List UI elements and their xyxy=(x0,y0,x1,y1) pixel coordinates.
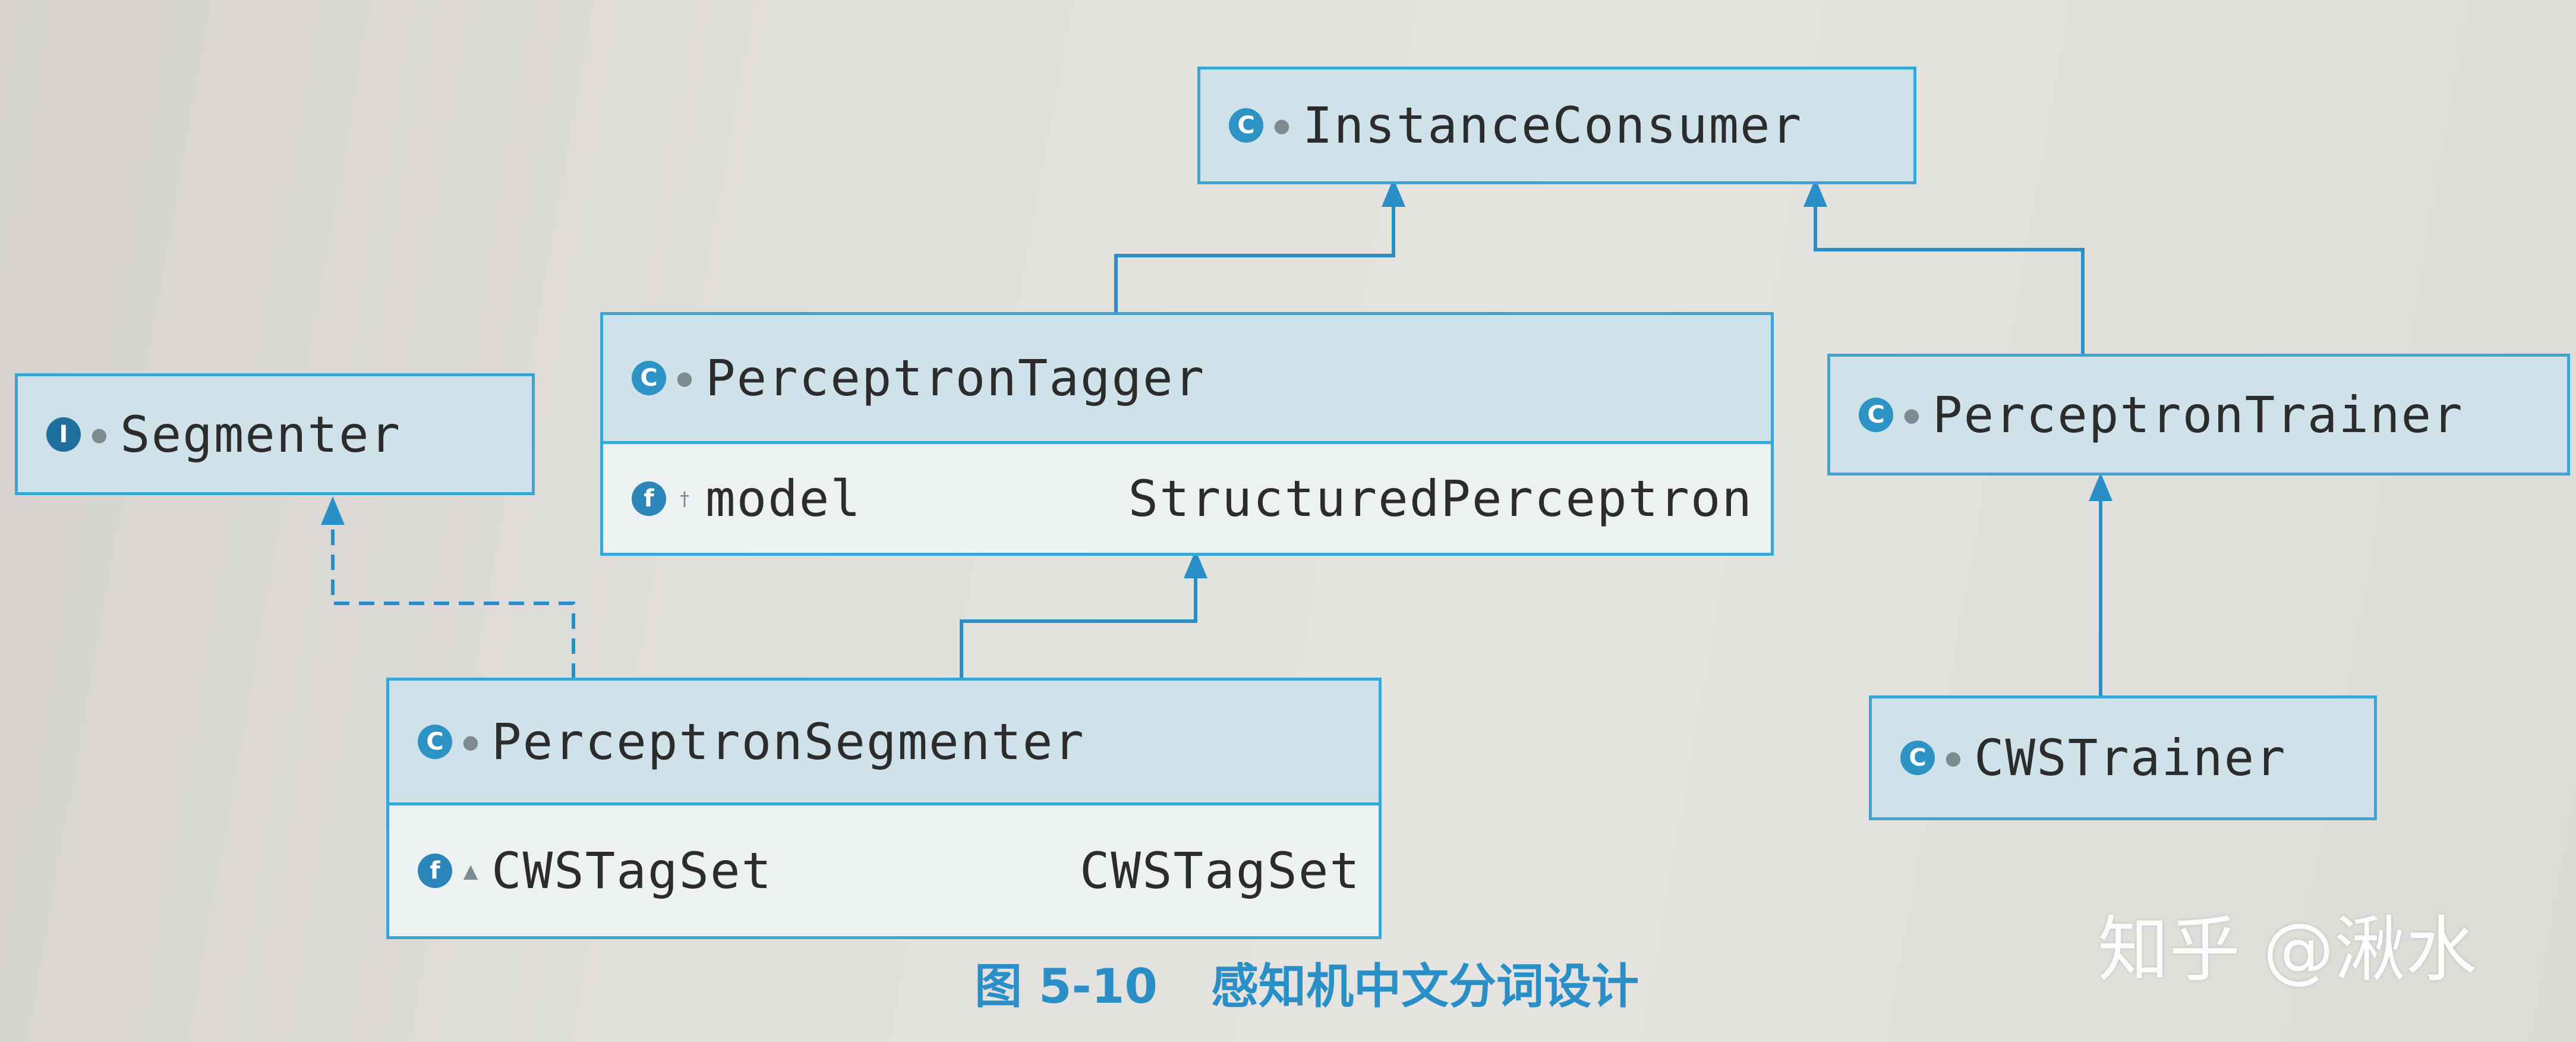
field-badge-icon: f xyxy=(418,854,452,888)
interface-badge-icon: I xyxy=(46,417,81,452)
watermark: 知乎 @湫水 xyxy=(2098,909,2477,991)
public-modifier-icon: ● xyxy=(91,423,108,446)
figure-title: 感知机中文分词设计 xyxy=(1211,959,1639,1014)
arrowhead-cwstrainer-to-trainer xyxy=(2089,473,2112,501)
class-cws-trainer: C ● CWSTrainer xyxy=(1869,695,2377,820)
class-name: PerceptronSegmenter xyxy=(491,712,1085,771)
class-header: C ● InstanceConsumer xyxy=(1200,70,1913,181)
class-name: PerceptronTrainer xyxy=(1932,385,2464,444)
class-header: C ● PerceptronTagger xyxy=(603,315,1771,441)
figure-number: 图 5-10 xyxy=(975,959,1158,1014)
class-instance-consumer: C ● InstanceConsumer xyxy=(1197,67,1916,184)
field-type: CWSTagSet xyxy=(1079,842,1361,900)
class-badge-icon: C xyxy=(632,361,666,395)
class-perceptron-segmenter: C ● PerceptronSegmenter f ▲ CWSTagSet CW… xyxy=(386,678,1382,939)
field-type: StructuredPerceptron xyxy=(1128,469,1753,528)
class-badge-icon: C xyxy=(1859,397,1893,432)
class-perceptron-trainer: C ● PerceptronTrainer xyxy=(1827,354,2570,476)
connector-trainer-to-consumer xyxy=(1814,184,2085,357)
class-header: C ● PerceptronSegmenter xyxy=(389,681,1379,802)
field-badge-icon: f xyxy=(632,481,666,516)
class-header: C ● CWSTrainer xyxy=(1872,698,2374,817)
class-badge-icon: C xyxy=(1900,741,1935,775)
class-name: InstanceConsumer xyxy=(1303,96,1803,155)
class-name: Segmenter xyxy=(120,405,402,464)
figure-caption: 图 5-10 感知机中文分词设计 xyxy=(975,948,1639,1017)
interface-segmenter: I ● Segmenter xyxy=(15,373,535,495)
class-header: C ● PerceptronTrainer xyxy=(1830,357,2567,473)
field-name: model xyxy=(705,469,862,528)
connector-segmenter-to-tagger xyxy=(960,556,1197,679)
class-perceptron-tagger: C ● PerceptronTagger f † model Structure… xyxy=(600,312,1774,556)
public-modifier-icon: ● xyxy=(1903,403,1920,426)
public-modifier-icon: ● xyxy=(1273,114,1290,137)
public-modifier-icon: ● xyxy=(1945,747,1962,769)
class-header: I ● Segmenter xyxy=(18,376,532,492)
class-name: CWSTrainer xyxy=(1974,729,2287,787)
public-modifier-icon: ● xyxy=(462,730,479,753)
connector-tagger-to-consumer xyxy=(1114,184,1395,315)
private-modifier-icon: ▲ xyxy=(463,860,478,882)
connector-segmenter-implements xyxy=(331,505,575,679)
protected-modifier-icon: † xyxy=(680,487,689,510)
class-field-row: f † model StructuredPerceptron xyxy=(603,441,1771,553)
field-name: CWSTagSet xyxy=(491,842,773,900)
public-modifier-icon: ● xyxy=(676,367,693,389)
class-badge-icon: C xyxy=(1229,108,1263,143)
class-badge-icon: C xyxy=(418,724,452,759)
class-field-row: f ▲ CWSTagSet CWSTagSet xyxy=(389,802,1379,936)
arrowhead-segmenter-implements xyxy=(321,496,345,525)
class-name: PerceptronTagger xyxy=(705,349,1206,407)
